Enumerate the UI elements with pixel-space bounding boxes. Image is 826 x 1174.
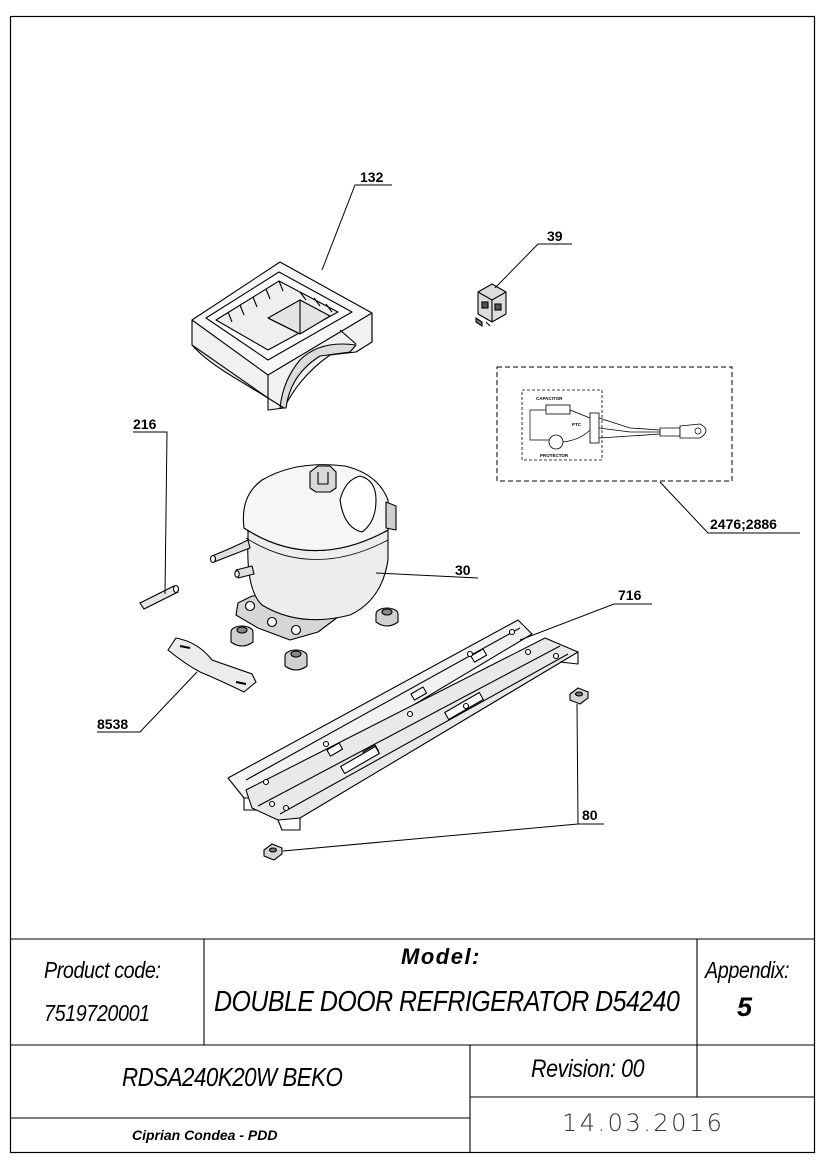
part-716-base-rails	[227, 619, 579, 831]
product-code-value: 7519720001	[44, 1000, 150, 1026]
protector-label: PROTECTOR	[540, 453, 569, 458]
callout-80-label: 80	[582, 807, 598, 823]
capacitor-label: CAPACITOR	[536, 396, 563, 401]
appendix-value: 5	[737, 992, 753, 1022]
product-name: RDSA240K20W BEKO	[122, 1062, 343, 1092]
part-2476-wiring-harness: CAPACITOR PTC PROTECTOR	[496, 366, 733, 482]
part-80-grommets	[263, 687, 589, 861]
appendix-label: Appendix:	[705, 957, 790, 983]
callout-716: 716	[519, 587, 652, 641]
callout-39-label: 39	[547, 228, 563, 244]
callout-216: 216	[133, 416, 168, 595]
callout-716-label: 716	[618, 587, 642, 603]
callouts: 132 39 216 30 2476;2886 716 8538	[97, 169, 800, 852]
product-code-label: Product code:	[44, 957, 161, 983]
callout-216-label: 216	[133, 416, 157, 432]
callout-39: 39	[494, 228, 572, 289]
revision: Revision: 00	[531, 1055, 645, 1083]
part-132-cover-tray	[191, 261, 373, 411]
model-value: DOUBLE DOOR REFRIGERATOR D54240	[214, 986, 680, 1018]
part-8538-strap	[167, 637, 257, 693]
part-39-starter-relay	[475, 283, 507, 328]
sheet-border	[9, 15, 816, 1154]
callout-132: 132	[321, 169, 392, 271]
model-label: Model:	[401, 944, 481, 969]
part-30-compressor	[209, 464, 399, 671]
callout-30: 30	[375, 562, 479, 579]
part-216-tube	[139, 584, 180, 610]
callout-30-label: 30	[455, 562, 471, 578]
callout-2476-label: 2476;2886	[710, 516, 777, 532]
callout-8538-label: 8538	[97, 716, 128, 732]
ptc-label: PTC	[572, 422, 582, 427]
author: Ciprian Condea - PDD	[132, 1127, 278, 1143]
callout-8538: 8538	[97, 671, 198, 733]
revision-date: 14.03.2016	[562, 1109, 725, 1137]
title-block-grid	[10, 938, 814, 1152]
callout-132-label: 132	[360, 169, 384, 185]
callout-2476: 2476;2886	[659, 481, 800, 534]
callout-80: 80	[282, 703, 604, 852]
